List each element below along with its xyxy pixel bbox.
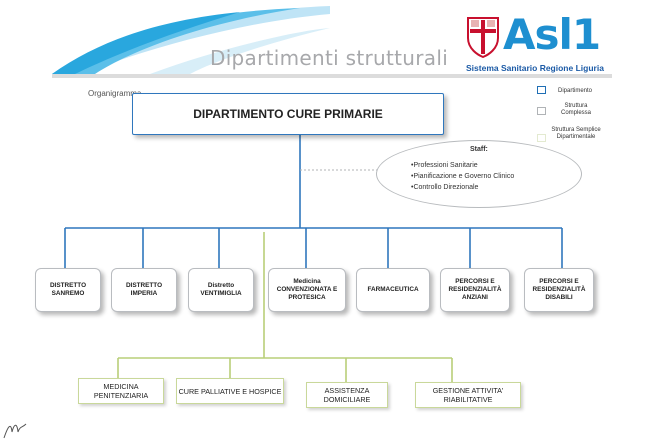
unit-medicina-convenzionata[interactable]: Medicina CONVENZIONATA E PROTESICA (268, 268, 346, 312)
unit-label: PERCORSI E RESIDENZIALITÀ DISABILI (532, 278, 586, 301)
unit-distretto-imperia[interactable]: DISTRETTO IMPERIA (111, 268, 177, 312)
logo-subtitle: Sistema Sanitario Regione Liguria (466, 63, 604, 73)
unit-label: FARMACEUTICA (367, 286, 419, 293)
unit-label: CURE PALLIATIVE E HOSPICE (178, 386, 282, 396)
header-band (52, 74, 612, 78)
department-box[interactable]: DIPARTIMENTO CURE PRIMARIE (132, 93, 444, 135)
department-title: DIPARTIMENTO CURE PRIMARIE (193, 107, 383, 121)
unit-distretto-sanremo[interactable]: DISTRETTO SANREMO (35, 268, 101, 312)
logo-text: Asl1 (503, 10, 601, 59)
unit-label: DISTRETTO SANREMO (49, 282, 87, 297)
page-title: Dipartimenti strutturali (210, 46, 449, 70)
staff-item: •Controllo Direzionale (411, 184, 479, 191)
staff-title: Staff: (470, 146, 488, 153)
legend-swatch-semplice (537, 134, 546, 142)
legend-swatch-complessa (537, 107, 546, 115)
unit-residenzialita-anziani[interactable]: PERCORSI E RESIDENZIALITÀ ANZIANI (440, 268, 510, 312)
unit-distretto-ventimiglia[interactable]: Distretto VENTIMIGLIA (188, 268, 254, 312)
unit-label: ASSISTENZA DOMICILIARE (323, 386, 371, 404)
staff-item: •Professioni Sanitarie (411, 162, 478, 169)
unit-residenzialita-disabili[interactable]: PERCORSI E RESIDENZIALITÀ DISABILI (524, 268, 594, 312)
header-swoosh (52, 6, 330, 74)
liguria-crest-icon (467, 17, 499, 58)
unit-label: PERCORSI E RESIDENZIALITÀ ANZIANI (448, 278, 502, 301)
unit-cure-palliative[interactable]: CURE PALLIATIVE E HOSPICE (176, 378, 284, 404)
unit-assistenza-domiciliare[interactable]: ASSISTENZA DOMICILIARE (306, 382, 388, 408)
unit-farmaceutica[interactable]: FARMACEUTICA (356, 268, 430, 312)
legend-swatch-dipartimento (537, 86, 546, 94)
handwritten-mark (3, 423, 27, 439)
legend-label-complessa: Struttura Complessa (560, 103, 591, 116)
unit-label: DISTRETTO IMPERIA (125, 282, 163, 297)
legend-label-dipartimento: Dipartimento (557, 88, 592, 94)
unit-gestione-riabilitative[interactable]: GESTIONE ATTIVITA' RIABILITATIVE (415, 382, 521, 408)
unit-label: GESTIONE ATTIVITA' RIABILITATIVE (432, 386, 504, 404)
unit-label: Distretto VENTIMIGLIA (200, 282, 242, 297)
staff-ellipse (376, 140, 582, 208)
organigramma-label: Organigramma (88, 89, 142, 98)
unit-medicina-penitenziaria[interactable]: MEDICINA PENITENZIARIA (78, 378, 164, 404)
unit-label: Medicina CONVENZIONATA E PROTESICA (276, 278, 338, 301)
staff-item: •Pianificazione e Governo Clinico (411, 173, 515, 180)
legend-label-semplice: Struttura Semplice Dipartimentale (551, 127, 601, 140)
unit-label: MEDICINA PENITENZIARIA (93, 382, 149, 400)
